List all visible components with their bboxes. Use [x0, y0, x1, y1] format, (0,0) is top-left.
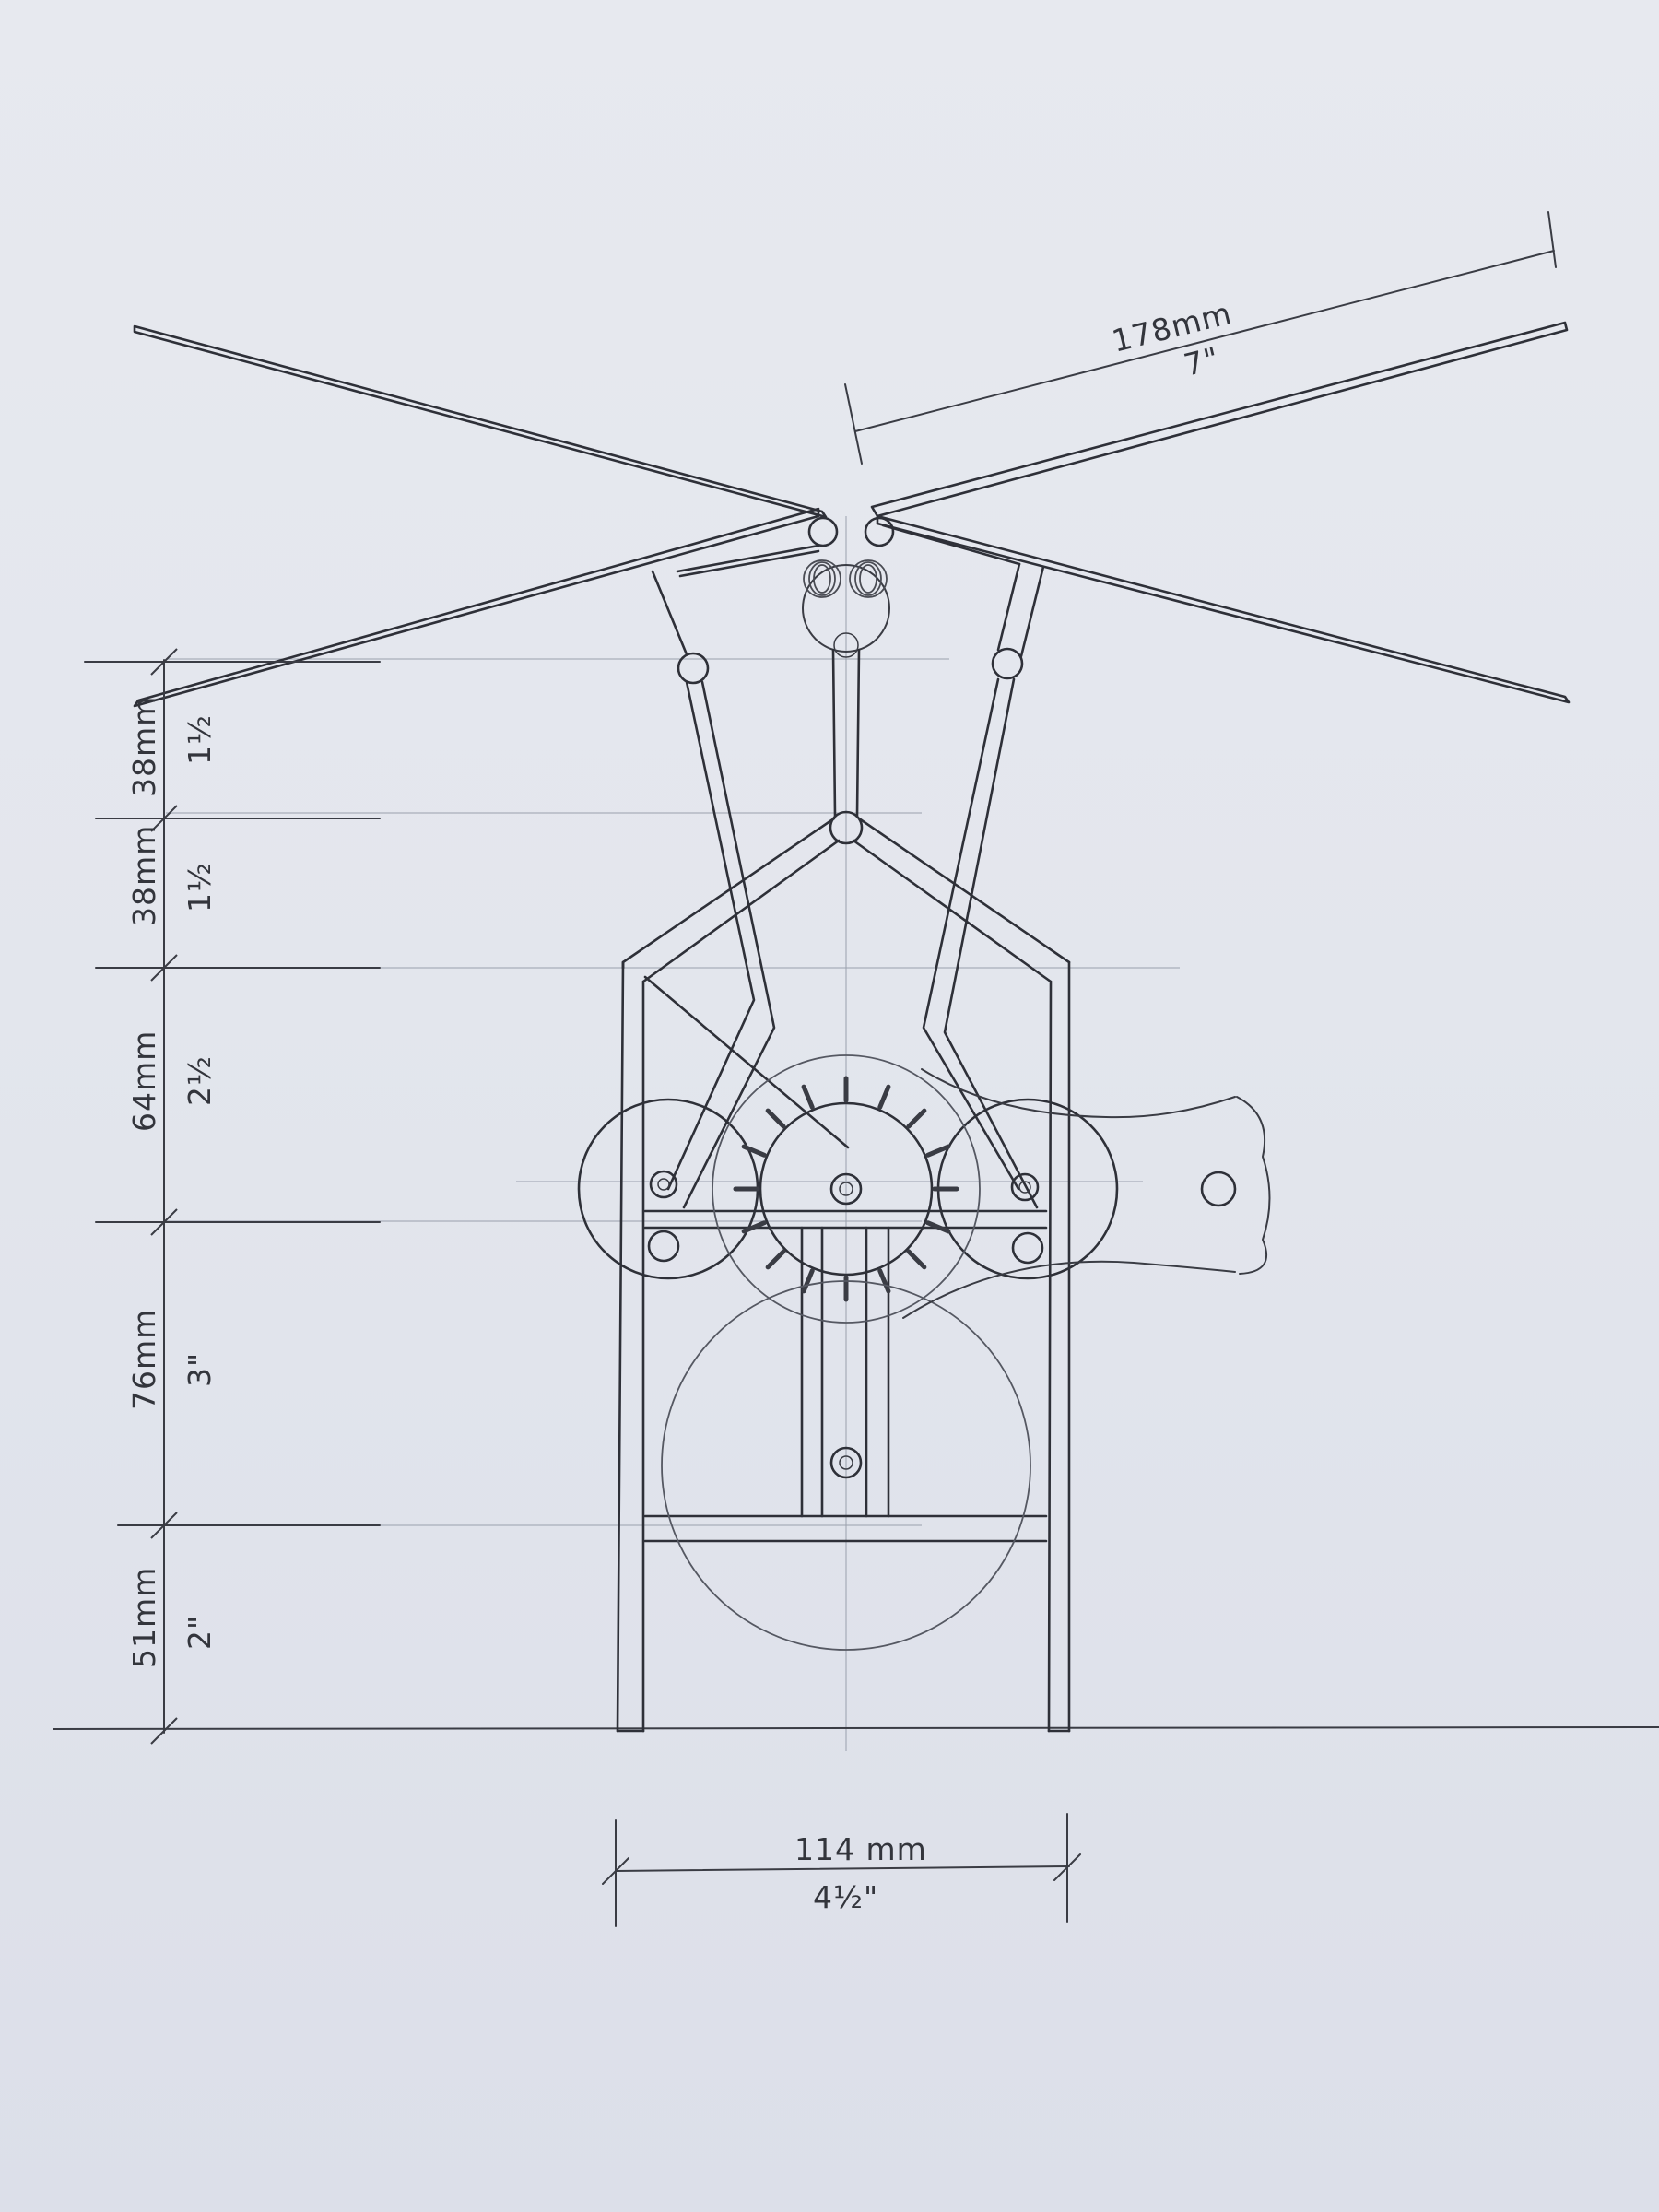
- height-1-in: 1½: [182, 714, 218, 765]
- center-gear: [712, 1054, 981, 1324]
- gear-tooth: [925, 1220, 951, 1234]
- height-4-in: 3": [182, 1352, 218, 1387]
- gear-tooth: [877, 1084, 891, 1110]
- construction-lines: [166, 516, 1180, 1751]
- gear-tooth: [925, 1144, 951, 1158]
- base-dimension: 114 mm 4½": [602, 1813, 1081, 1927]
- height-1-mm: 38mm: [126, 696, 162, 797]
- height-5-mm: 51mm: [126, 1567, 162, 1668]
- height-dimension: 38mm 1½ 38mm 1½ 64mm 2½ 76mm 3" 51mm 2": [84, 648, 381, 1745]
- gear-tooth: [877, 1268, 891, 1294]
- left-lever: [651, 544, 820, 1209]
- arm-length-in: 7": [1181, 340, 1223, 383]
- height-5-in: 2": [182, 1615, 218, 1650]
- ground-line: [53, 1726, 1659, 1730]
- frame-legs: [616, 960, 1071, 1733]
- wing-arms: [133, 321, 1571, 708]
- base-width-in: 4½": [813, 1879, 878, 1915]
- spring-coils: [803, 559, 888, 598]
- frame-crossbars: [643, 1209, 1048, 1543]
- gear-teeth: [733, 1076, 959, 1302]
- height-3-mm: 64mm: [126, 1030, 162, 1132]
- right-lever: [881, 524, 1045, 1209]
- height-2-mm: 38mm: [126, 825, 162, 926]
- gear-tooth: [801, 1268, 815, 1294]
- center-link: [829, 648, 864, 845]
- arm-dimension: 178mm 7": [844, 211, 1557, 465]
- height-3-in: 2½: [182, 1055, 218, 1106]
- height-4-mm: 76mm: [126, 1309, 162, 1410]
- height-2-in: 1½: [182, 862, 218, 912]
- base-width-mm: 114 mm: [794, 1831, 927, 1867]
- gear-tooth: [765, 1108, 786, 1129]
- gear-tooth: [741, 1144, 767, 1158]
- drive-wheel: [661, 1280, 1031, 1651]
- gear-tooth: [906, 1108, 927, 1129]
- gear-tooth: [801, 1084, 815, 1110]
- top-pivots: [802, 516, 895, 658]
- gear-tooth: [765, 1249, 786, 1270]
- crank-handle: [902, 1068, 1271, 1319]
- gear-tooth: [741, 1220, 767, 1234]
- gear-tooth: [906, 1249, 927, 1270]
